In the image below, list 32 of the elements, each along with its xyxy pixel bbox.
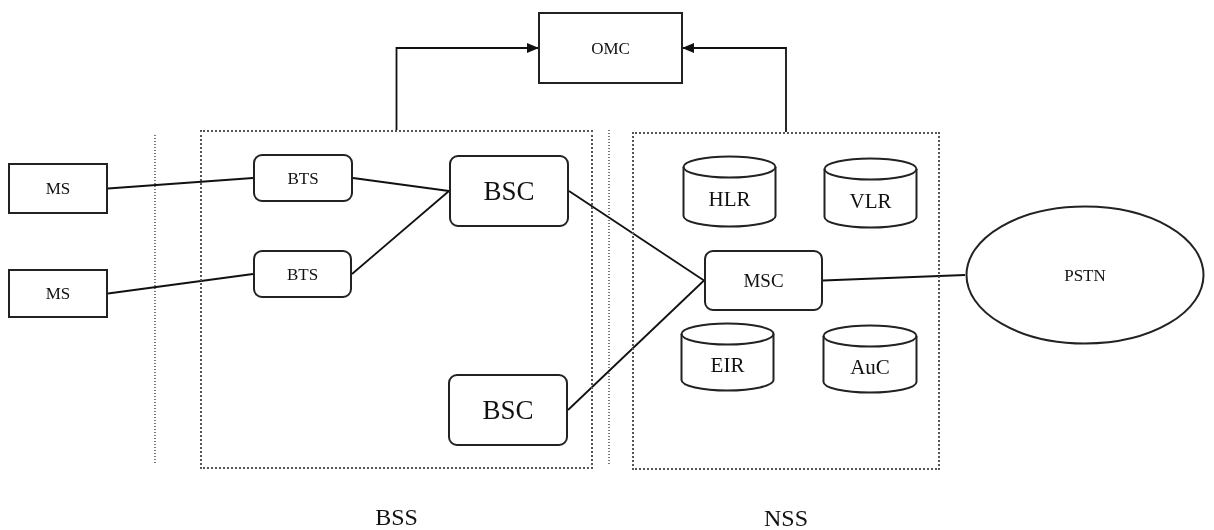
connector-line: [107, 273, 254, 295]
process-box: [538, 12, 683, 84]
connector-line: [682, 43, 787, 133]
node-label: MSC: [743, 271, 784, 290]
process-box: [253, 154, 353, 202]
node-label: BSC: [483, 177, 535, 205]
node-label: EIR: [710, 354, 745, 376]
node-label: BSC: [482, 396, 534, 424]
group-label: NSS: [764, 506, 808, 530]
node-label: BTS: [287, 169, 319, 187]
process-box: [449, 155, 569, 227]
process-box: [704, 250, 823, 311]
node-label: AuC: [850, 356, 890, 378]
process-box: [8, 269, 108, 318]
node-label: OMC: [591, 39, 630, 57]
process-box: [253, 250, 352, 298]
connector-line: [395, 43, 539, 131]
connector-line: [107, 177, 254, 190]
connector-line: [822, 274, 966, 282]
node-label: HLR: [708, 189, 751, 210]
node-label: MS: [45, 180, 71, 197]
connector-line: [351, 190, 450, 275]
group-label: BSS: [375, 505, 418, 529]
process-box: [8, 163, 108, 214]
node-label: BTS: [286, 265, 319, 283]
connector-line: [567, 279, 705, 411]
connector-line: [352, 177, 450, 192]
node-label: MS: [45, 285, 71, 302]
node-label: PSTN: [1064, 266, 1106, 284]
process-box: [448, 374, 568, 446]
connector-line: [568, 190, 705, 282]
node-label: VLR: [849, 190, 892, 212]
